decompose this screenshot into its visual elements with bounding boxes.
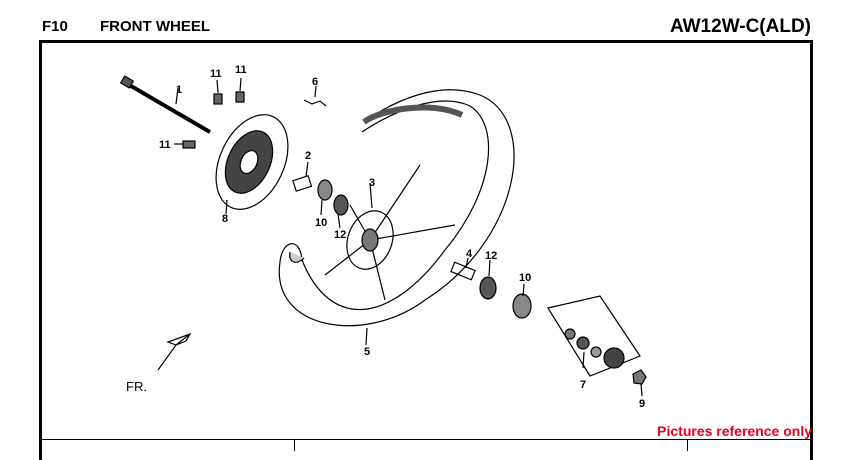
part-wheel-rim-tire — [278, 89, 515, 346]
section-code: F10 — [42, 18, 68, 35]
svg-text:8: 8 — [222, 213, 228, 225]
exploded-wheel-diagram: 1 2 3 4 5 6 7 8 9 10 10 11 11 11 12 12 F… — [119, 64, 647, 410]
part-axle — [119, 75, 212, 134]
svg-text:3: 3 — [369, 177, 375, 189]
table-column-divider — [687, 439, 688, 451]
svg-text:4: 4 — [466, 248, 473, 260]
front-direction-arrow — [157, 332, 192, 371]
reference-note: Pictures reference only — [657, 423, 812, 439]
direction-label: FR. — [126, 379, 147, 394]
svg-text:11: 11 — [210, 68, 222, 80]
part-seal-bearing-left — [317, 179, 349, 229]
diagram-frame — [39, 40, 813, 460]
svg-text:2: 2 — [305, 150, 311, 162]
svg-text:10: 10 — [519, 272, 531, 284]
part-brake-disc — [215, 114, 289, 215]
svg-text:1: 1 — [176, 84, 182, 96]
svg-text:10: 10 — [315, 217, 327, 229]
svg-text:9: 9 — [639, 398, 645, 410]
svg-text:5: 5 — [364, 346, 370, 358]
part-collar — [292, 161, 313, 192]
frame-bottom-divider — [39, 439, 813, 440]
part-nut — [632, 369, 647, 397]
part-bolts — [174, 77, 245, 149]
table-column-divider — [294, 439, 295, 451]
model-code: AW12W-C(ALD) — [669, 16, 811, 37]
svg-text:12: 12 — [334, 229, 346, 241]
section-title: FRONT WHEEL — [100, 18, 210, 35]
svg-text:12: 12 — [485, 250, 497, 262]
part-speedometer-gear-box — [547, 295, 641, 377]
part-collar-right — [450, 257, 476, 281]
svg-text:11: 11 — [235, 64, 247, 76]
svg-text:7: 7 — [580, 379, 586, 391]
svg-text:11: 11 — [159, 139, 171, 151]
svg-text:6: 6 — [312, 76, 318, 88]
part-clip — [303, 85, 327, 107]
part-bearing-right — [479, 259, 497, 300]
part-seal-right — [512, 283, 532, 319]
